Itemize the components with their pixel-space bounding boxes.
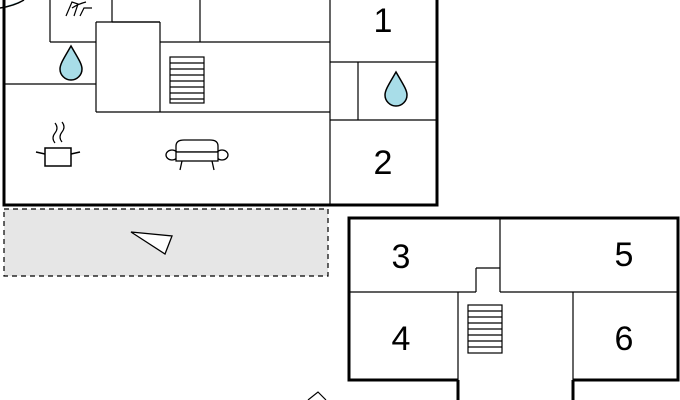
cooking-pot-icon bbox=[35, 121, 81, 167]
upper-floor: 3 5 4 6 bbox=[347, 216, 680, 400]
compass-icon bbox=[307, 391, 327, 400]
room-label-1: 1 bbox=[374, 2, 393, 40]
water-drop-icon bbox=[384, 70, 408, 107]
ground-floor-interior-walls bbox=[4, 0, 437, 205]
upper-floor-interior-walls bbox=[349, 218, 678, 380]
room-label-5: 5 bbox=[615, 236, 634, 274]
room-label-4: 4 bbox=[392, 320, 411, 358]
room-label-2: 2 bbox=[374, 144, 393, 182]
direction-arrow-icon bbox=[130, 231, 173, 255]
stairs-icon bbox=[169, 56, 205, 104]
water-drop-icon bbox=[59, 44, 83, 81]
terrace bbox=[3, 208, 329, 277]
sofa-icon bbox=[165, 139, 229, 171]
ground-floor: 1 2 bbox=[0, 0, 439, 207]
room-label-3: 3 bbox=[392, 238, 411, 276]
room-label-6: 6 bbox=[615, 320, 634, 358]
bathtub-icon bbox=[0, 0, 95, 20]
stairs-icon bbox=[467, 304, 503, 354]
ground-floor-outer-wall bbox=[2, 0, 439, 207]
upper-floor-outer-wall bbox=[347, 216, 680, 382]
